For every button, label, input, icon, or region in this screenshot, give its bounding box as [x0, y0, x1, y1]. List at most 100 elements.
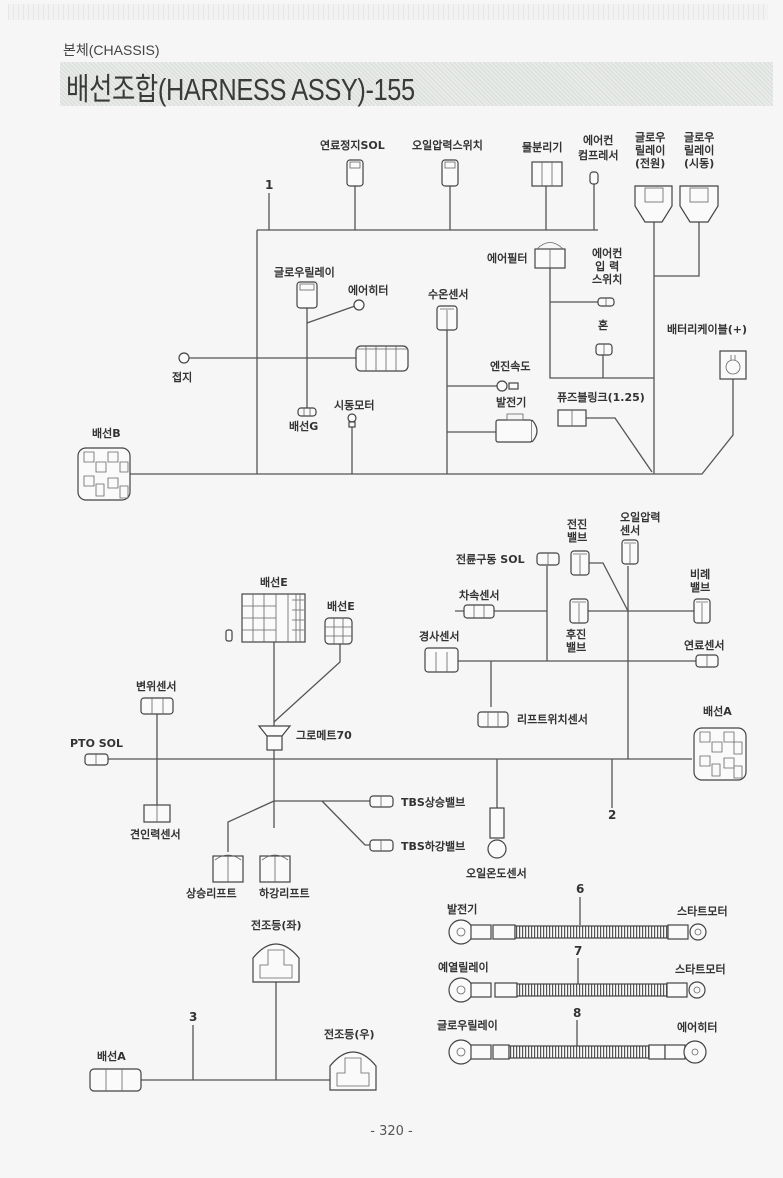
- connector-fuel-stop-sol: [346, 159, 364, 187]
- label-oil-pressure-switch: 오일압력스위치: [412, 139, 483, 152]
- connector-starter-motor: [347, 413, 357, 428]
- label-cable-6-to: 스타트모터: [677, 905, 728, 918]
- connector-tilt-sensor: [424, 647, 459, 673]
- label-headlamp-right: 전조등(우): [324, 1028, 375, 1041]
- connector-tbs-down: [369, 839, 394, 852]
- label-glow-relay-power: 글로우 릴레이 (전원): [635, 131, 666, 170]
- label-cable-8-from: 글로우릴레이: [437, 1019, 498, 1032]
- page-number: - 320 -: [370, 1124, 413, 1139]
- label-proportional-valve: 비례 밸브: [690, 568, 711, 594]
- connector-harness-a: [693, 727, 747, 781]
- connector-proportional-valve: [693, 598, 711, 624]
- scan-edge-strip: [8, 4, 768, 20]
- connector-glow-relay-power: [634, 185, 673, 223]
- label-lift-switch-sensor: 리프트위치센서: [517, 713, 588, 726]
- connector-small-plug: [225, 629, 233, 642]
- label-front-drive-sol: 전륜구동 SOL: [456, 553, 525, 566]
- label-ground: 접지: [172, 371, 193, 384]
- connector-engine-speed: [496, 380, 519, 392]
- connector-displacement-sensor: [140, 697, 174, 715]
- label-alternator: 발전기: [496, 396, 527, 409]
- callout-1: 1: [265, 178, 274, 192]
- grommet-70: [257, 725, 292, 751]
- cable-7: [448, 958, 706, 1003]
- label-battery-cable: 배터리케이블(+): [667, 323, 747, 336]
- connector-draft-sensor: [143, 804, 171, 823]
- connector-aircon-input-switch: [597, 297, 615, 307]
- connector-air-filter: [534, 242, 566, 269]
- label-displacement-sensor: 변위센서: [136, 680, 177, 693]
- label-headlamp-left: 전조등(좌): [251, 919, 302, 932]
- callout-6: 6: [576, 882, 585, 896]
- cable-6: [448, 897, 707, 945]
- label-engine-speed: 엔진속도: [490, 360, 531, 373]
- callout-2: 2: [608, 808, 617, 822]
- connector-harness-g: [297, 407, 317, 417]
- connector-forward-valve: [570, 550, 590, 576]
- harness-3-wires: [141, 982, 330, 1081]
- label-glow-relay: 글로우릴레이: [274, 266, 335, 279]
- label-fuel-stop-sol: 연료정지SOL: [320, 139, 385, 152]
- label-aircon-input-switch: 에어컨 입 력 스위치: [592, 247, 623, 286]
- connector-horn: [595, 343, 613, 356]
- label-reverse-valve: 후진 밸브: [566, 628, 587, 654]
- label-lift-down: 하강리프트: [259, 887, 310, 900]
- label-oil-pressure-sensor: 오일압력 센서: [620, 511, 661, 537]
- connector-headlamp-left: [252, 943, 300, 983]
- connector-glow-relay: [296, 281, 318, 309]
- connector-water-temp-sensor: [436, 305, 458, 331]
- label-air-heater: 에어히터: [348, 284, 389, 297]
- page-title: 배선조합(HARNESS ASSY)-155: [66, 72, 415, 107]
- connector-harness-e-main: [241, 593, 306, 643]
- label-harness-a-3: 배선A: [97, 1050, 126, 1063]
- connector-harness-b: [77, 447, 131, 501]
- ground-terminal: [178, 352, 190, 364]
- connector-harness-a-3: [89, 1068, 142, 1092]
- label-cable-7-to: 스타트모터: [675, 963, 726, 976]
- label-cable-7-from: 예열릴레이: [438, 961, 489, 974]
- connector-oil-pressure-switch: [441, 159, 459, 187]
- label-harness-e-sub: 배선E: [327, 600, 355, 613]
- connector-glow-relay-start: [679, 185, 719, 223]
- label-tbs-down-valve: TBS하강밸브: [401, 840, 466, 853]
- connector-water-separator: [531, 161, 563, 187]
- label-starter-motor: 시동모터: [334, 399, 375, 412]
- connector-oil-temp-sensor: [487, 807, 507, 859]
- connector-lift-up: [212, 854, 244, 883]
- section-label: 본체(CHASSIS): [63, 42, 160, 58]
- label-oil-temp-sensor: 오일온도센서: [466, 867, 527, 880]
- connector-main-6pin: [355, 345, 409, 372]
- label-air-filter: 에어필터: [487, 252, 528, 265]
- cable-8: [448, 1020, 707, 1065]
- harness-1-wires: [130, 184, 734, 475]
- connector-harness-e-sub: [324, 617, 353, 645]
- label-cable-8-to: 에어히터: [677, 1021, 718, 1034]
- connector-headlamp-right: [329, 1051, 377, 1091]
- label-water-separator: 물분리기: [522, 141, 563, 154]
- label-harness-a: 배선A: [703, 705, 732, 718]
- label-tilt-sensor: 경사센서: [419, 630, 460, 643]
- title-bar: [60, 62, 773, 106]
- label-harness-b: 배선B: [92, 427, 121, 440]
- connector-pto-sol: [84, 753, 109, 766]
- label-horn: 혼: [598, 319, 609, 332]
- label-grommet: 그로메트70: [296, 729, 352, 742]
- connector-front-drive-sol: [536, 552, 560, 566]
- connector-fusible-link: [557, 409, 587, 427]
- label-aircon-compressor: 에어컨 컴프레서: [578, 134, 619, 162]
- label-vehicle-speed-sensor: 차속센서: [459, 589, 500, 602]
- label-forward-valve: 전진 밸브: [567, 518, 588, 544]
- label-tbs-up-valve: TBS상승밸브: [401, 796, 466, 809]
- connector-alternator: [495, 413, 538, 443]
- label-cable-6-from: 발전기: [447, 903, 478, 916]
- label-harness-g: 배선G: [289, 420, 319, 433]
- air-heater-terminal: [353, 299, 365, 311]
- connector-fuel-sensor: [695, 654, 719, 668]
- label-fuel-sensor: 연료센서: [684, 639, 725, 652]
- harness-2-wires: [108, 562, 700, 852]
- label-fusible-link: 퓨즈블링크(1.25): [557, 391, 645, 404]
- connector-reverse-valve: [569, 598, 589, 624]
- callout-3: 3: [189, 1010, 198, 1024]
- callout-7: 7: [574, 944, 583, 958]
